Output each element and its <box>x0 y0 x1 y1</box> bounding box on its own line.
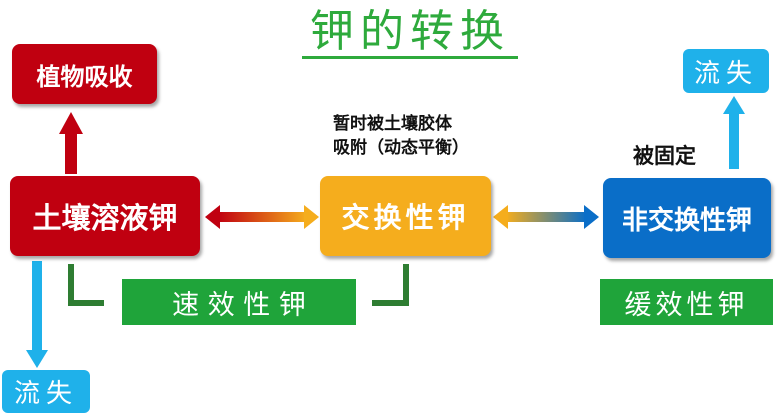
fast-effective-bracket <box>68 264 409 306</box>
adsorption-note-line2: 吸附（动态平衡） <box>333 138 469 158</box>
diagram-title: 钾的转换 <box>310 6 510 57</box>
exchangeable-potassium-box: 交换性钾 <box>320 176 491 256</box>
soluble-potassium-box: 土壤溶液钾 <box>10 176 200 256</box>
fixed-label: 被固定 <box>633 144 696 168</box>
loss-left-box: 流失 <box>2 370 90 413</box>
plant-uptake-box: 植物吸收 <box>12 44 157 104</box>
arrow-soluble-exchangeable <box>205 205 319 229</box>
arrow-soil-to-plant <box>59 112 83 174</box>
arrow-nonexchangeable-to-loss <box>723 96 745 169</box>
fast-effective-label: 速 效 性 钾 <box>122 279 356 325</box>
arrow-soluble-to-loss <box>26 261 48 368</box>
loss-right-box: 流失 <box>683 49 769 93</box>
title-underline <box>302 56 518 59</box>
slow-effective-label: 缓效性钾 <box>600 279 773 325</box>
adsorption-note: 暂时被土壤胶体 吸附（动态平衡） <box>333 112 523 160</box>
non-exchangeable-potassium-box: 非交换性钾 <box>603 178 771 258</box>
adsorption-note-line1: 暂时被土壤胶体 <box>333 114 452 134</box>
arrow-exchangeable-nonexchangeable <box>493 205 599 229</box>
